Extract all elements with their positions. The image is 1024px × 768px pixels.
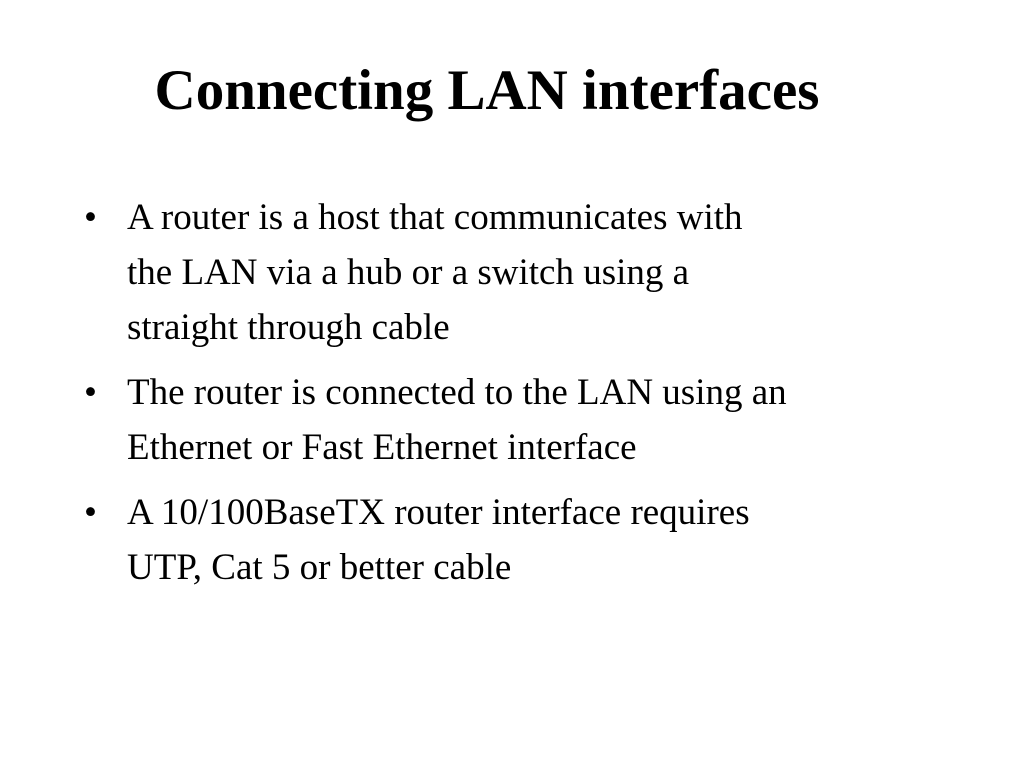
bullet-line: the LAN via a hub or a switch using a [127, 252, 690, 293]
bullet-line: straight through cable [127, 307, 450, 348]
bullet-line: A 10/100BaseTX router interface requires [127, 492, 750, 533]
bullet-line: A router is a host that communicates wit… [127, 197, 743, 238]
bullet-icon: • [84, 372, 97, 413]
bullet-icon: • [84, 197, 97, 238]
bullet-line: Ethernet or Fast Ethernet interface [127, 427, 637, 468]
bullet-item-ethernet-interface: • The router is connected to the LAN usi… [84, 365, 964, 475]
bullet-list: • A router is a host that communicates w… [84, 190, 964, 605]
slide-title: Connecting LAN interfaces [154, 59, 820, 122]
bullet-line: UTP, Cat 5 or better cable [127, 547, 512, 588]
bullet-line: The router is connected to the LAN using… [127, 372, 787, 413]
bullet-icon: • [84, 492, 97, 533]
bullet-item-router-host: • A router is a host that communicates w… [84, 190, 964, 355]
bullet-item-cable-requirement: • A 10/100BaseTX router interface requir… [84, 485, 964, 595]
